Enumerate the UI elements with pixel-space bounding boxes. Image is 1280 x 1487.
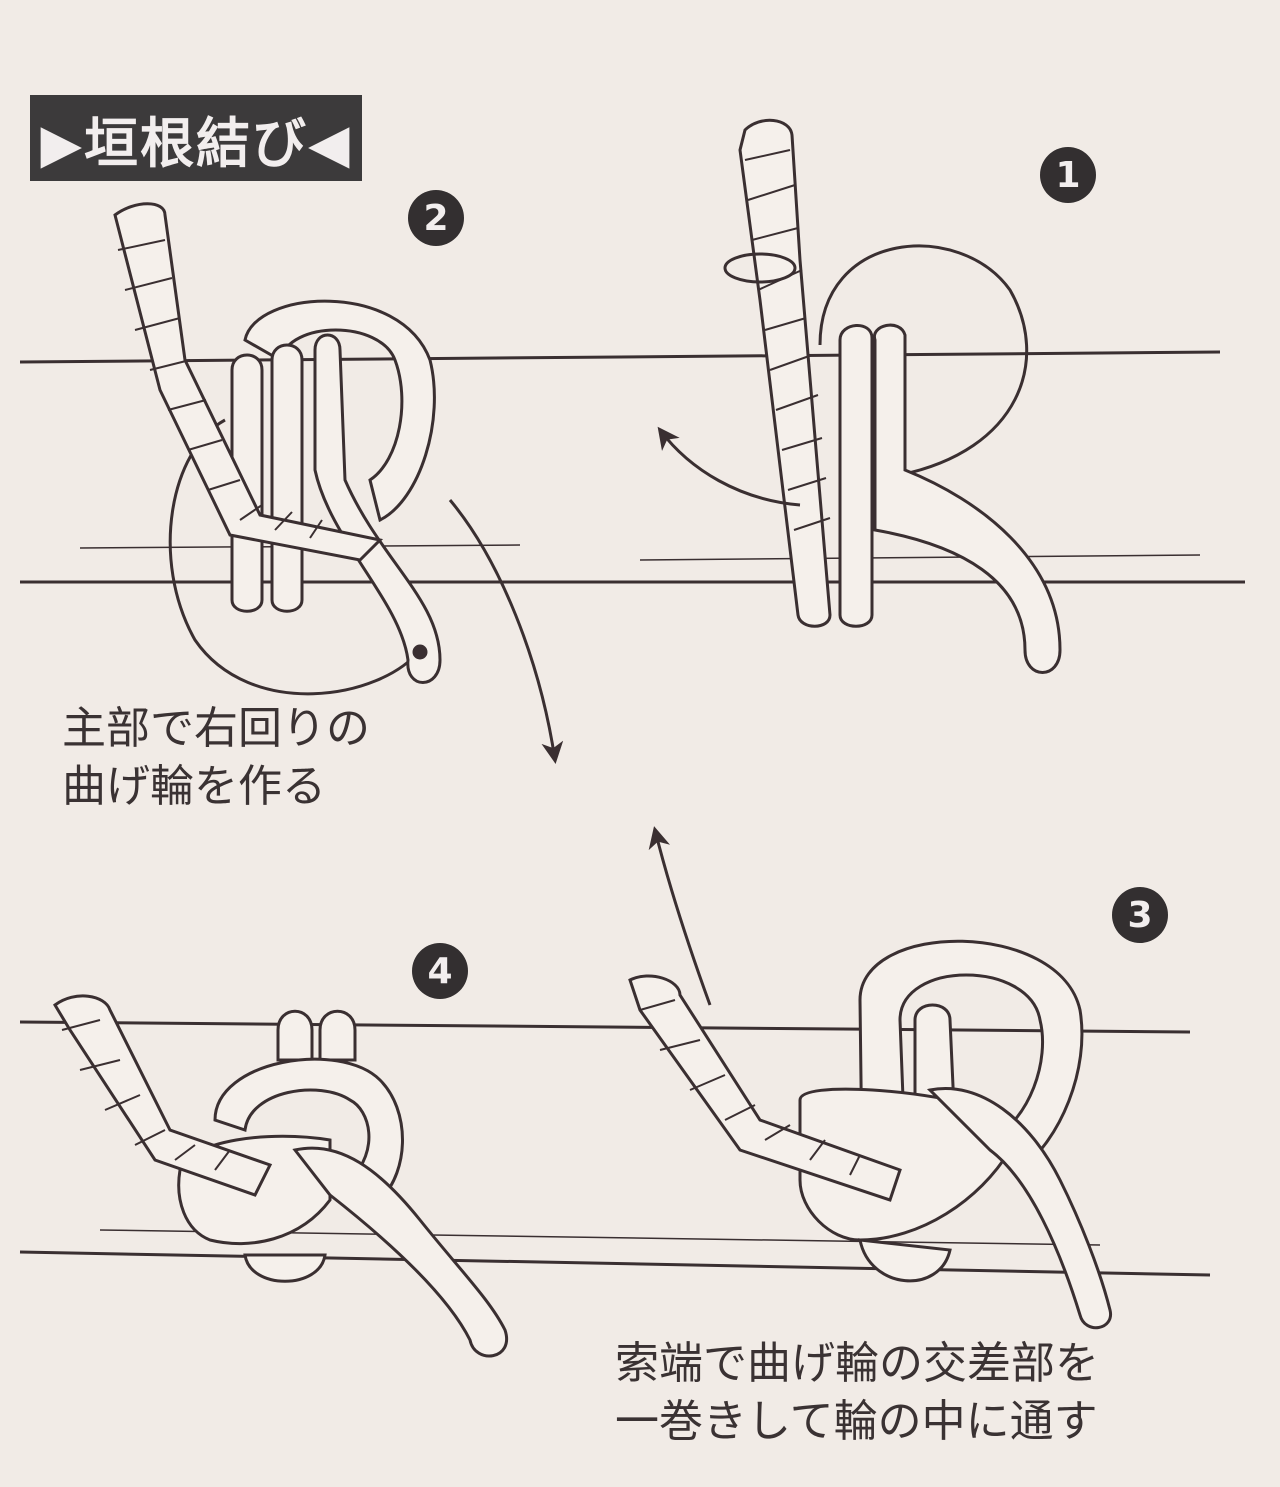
step-badge-2: 2	[408, 190, 464, 246]
step3-caption-line2: 一巻きして輪の中に通す	[615, 1396, 1098, 1447]
step2-caption: 主部で右回りの 曲げ輪を作る	[62, 700, 370, 816]
step-number: 3	[1127, 894, 1153, 936]
step4-figure	[53, 994, 509, 1358]
step2-caption-line1: 主部で右回りの	[62, 703, 370, 754]
step2-caption-line2: 曲げ輪を作る	[62, 761, 326, 812]
step2-figure	[113, 202, 564, 764]
step3-caption-line1: 索端で曲げ輪の交差部を	[615, 1338, 1099, 1389]
step-badge-4: 4	[412, 943, 468, 999]
step-number: 1	[1055, 154, 1081, 196]
step-number: 4	[427, 950, 453, 992]
step-badge-1: 1	[1040, 147, 1096, 203]
step3-figure	[628, 826, 1112, 1330]
title-badge: ▶垣根結び◀	[30, 95, 362, 181]
step1-figure	[657, 118, 1062, 674]
step-number: 2	[423, 197, 449, 239]
title-text: ▶垣根結び◀	[40, 111, 352, 175]
step3-caption: 索端で曲げ輪の交差部を 一巻きして輪の中に通す	[615, 1335, 1099, 1451]
step-badge-3: 3	[1112, 887, 1168, 943]
